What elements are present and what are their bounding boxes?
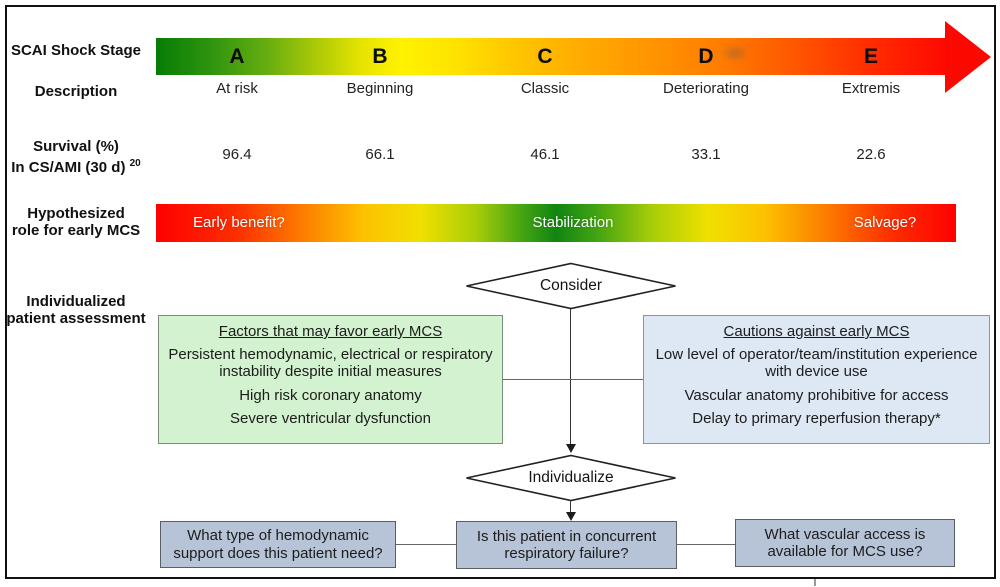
- survival-label-line2: In CS/AMI (30 d) 20: [11, 158, 141, 176]
- row-label-description: Description: [0, 83, 152, 100]
- stage-description-e: Extremis: [841, 80, 901, 97]
- row-label-individualized-assessment: Individualized patient assessment: [0, 293, 152, 327]
- individualize-label: Individualize: [528, 469, 614, 486]
- mcs-bar-label-early-benefit: Early benefit?: [193, 214, 285, 231]
- stage-letter-c: C: [537, 45, 553, 68]
- survival-value-d: 33.1: [691, 146, 721, 163]
- stage-letter-a: A: [229, 45, 245, 68]
- question-box-hemodynamic-support: What type of hemodynamic support does th…: [160, 521, 396, 568]
- survival-value-e: 22.6: [856, 146, 886, 163]
- mcs-label-line1: Hypothesized: [27, 205, 125, 222]
- caution-box-item: Low level of operator/team/institution e…: [655, 345, 978, 381]
- survival-value-c: 46.1: [530, 146, 560, 163]
- cropped-caption-artifact: [814, 579, 816, 586]
- mcs-bar-label-stabilization: Stabilization: [532, 214, 614, 231]
- row-label-text: SCAI Shock Stage: [10, 42, 142, 59]
- question-box-vascular-access: What vascular access is available for MC…: [735, 519, 955, 567]
- stage-letter-d: D: [698, 45, 714, 68]
- survival-value-b: 66.1: [365, 146, 395, 163]
- stage-description-c: Classic: [520, 80, 570, 97]
- connector-q2-q3: [677, 544, 735, 546]
- stage-letter-b: B: [372, 45, 388, 68]
- arrowhead-down-icon: [566, 512, 576, 521]
- favor-box-item: Severe ventricular dysfunction: [230, 410, 431, 427]
- caution-box-item: Delay to primary reperfusion therapy*: [692, 410, 941, 427]
- factors-favor-early-mcs-box: Factors that may favor early MCS Persist…: [158, 315, 503, 444]
- caution-box-title: Cautions against early MCS: [723, 323, 910, 340]
- question-text: What type of hemodynamic support does th…: [173, 527, 383, 562]
- connector-favor-to-caution: [503, 379, 643, 381]
- caution-box-item: Vascular anatomy prohibitive for access: [684, 386, 949, 404]
- connector-consider-to-individualize: [570, 309, 572, 444]
- connector-individualize-to-question: [570, 500, 572, 513]
- row-label-survival: Survival (%) In CS/AMI (30 d) 20: [0, 138, 152, 176]
- cautions-against-early-mcs-box: Cautions against early MCS Low level of …: [643, 315, 990, 444]
- assessment-label-line2: patient assessment: [6, 310, 146, 327]
- mcs-label-line2: role for early MCS: [11, 222, 141, 239]
- arrowhead-down-icon: [566, 444, 576, 453]
- favor-box-item: Persistent hemodynamic, electrical or re…: [168, 345, 493, 381]
- arrow-head-icon: [945, 21, 991, 93]
- stage-letter-e: E: [863, 45, 879, 68]
- consider-label: Consider: [539, 277, 603, 294]
- favor-box-title: Factors that may favor early MCS: [218, 323, 443, 340]
- row-label-scai-shock-stage: SCAI Shock Stage: [0, 42, 152, 59]
- question-text: What vascular access is available for MC…: [764, 525, 926, 561]
- connector-q1-q2: [396, 544, 456, 546]
- row-label-text: Description: [34, 83, 118, 100]
- favor-box-item: High risk coronary anatomy: [239, 386, 422, 404]
- stage-description-d: Deteriorating: [663, 80, 749, 97]
- assessment-label-line1: Individualized: [26, 293, 126, 310]
- diamond-shape: [466, 262, 676, 310]
- consider-decision-diamond: Consider: [464, 262, 678, 310]
- stage-description-b: Beginning: [346, 80, 414, 97]
- stage-description-a: At risk: [216, 80, 258, 97]
- print-smudge-artifact: [720, 44, 750, 62]
- row-label-hypothesized-role: Hypothesized role for early MCS: [0, 205, 152, 239]
- mcs-bar-label-salvage: Salvage?: [853, 214, 917, 231]
- question-box-respiratory-failure: Is this patient in concurrent respirator…: [456, 521, 677, 569]
- mcs-role-gradient-bar: [156, 204, 956, 242]
- question-text: Is this patient in concurrent respirator…: [476, 527, 657, 563]
- survival-label-line1: Survival (%): [33, 138, 119, 155]
- survival-citation-superscript: 20: [129, 158, 141, 169]
- survival-value-a: 96.4: [222, 146, 252, 163]
- individualize-decision-diamond: Individualize: [464, 454, 678, 502]
- shock-stage-gradient-arrow: [156, 38, 945, 75]
